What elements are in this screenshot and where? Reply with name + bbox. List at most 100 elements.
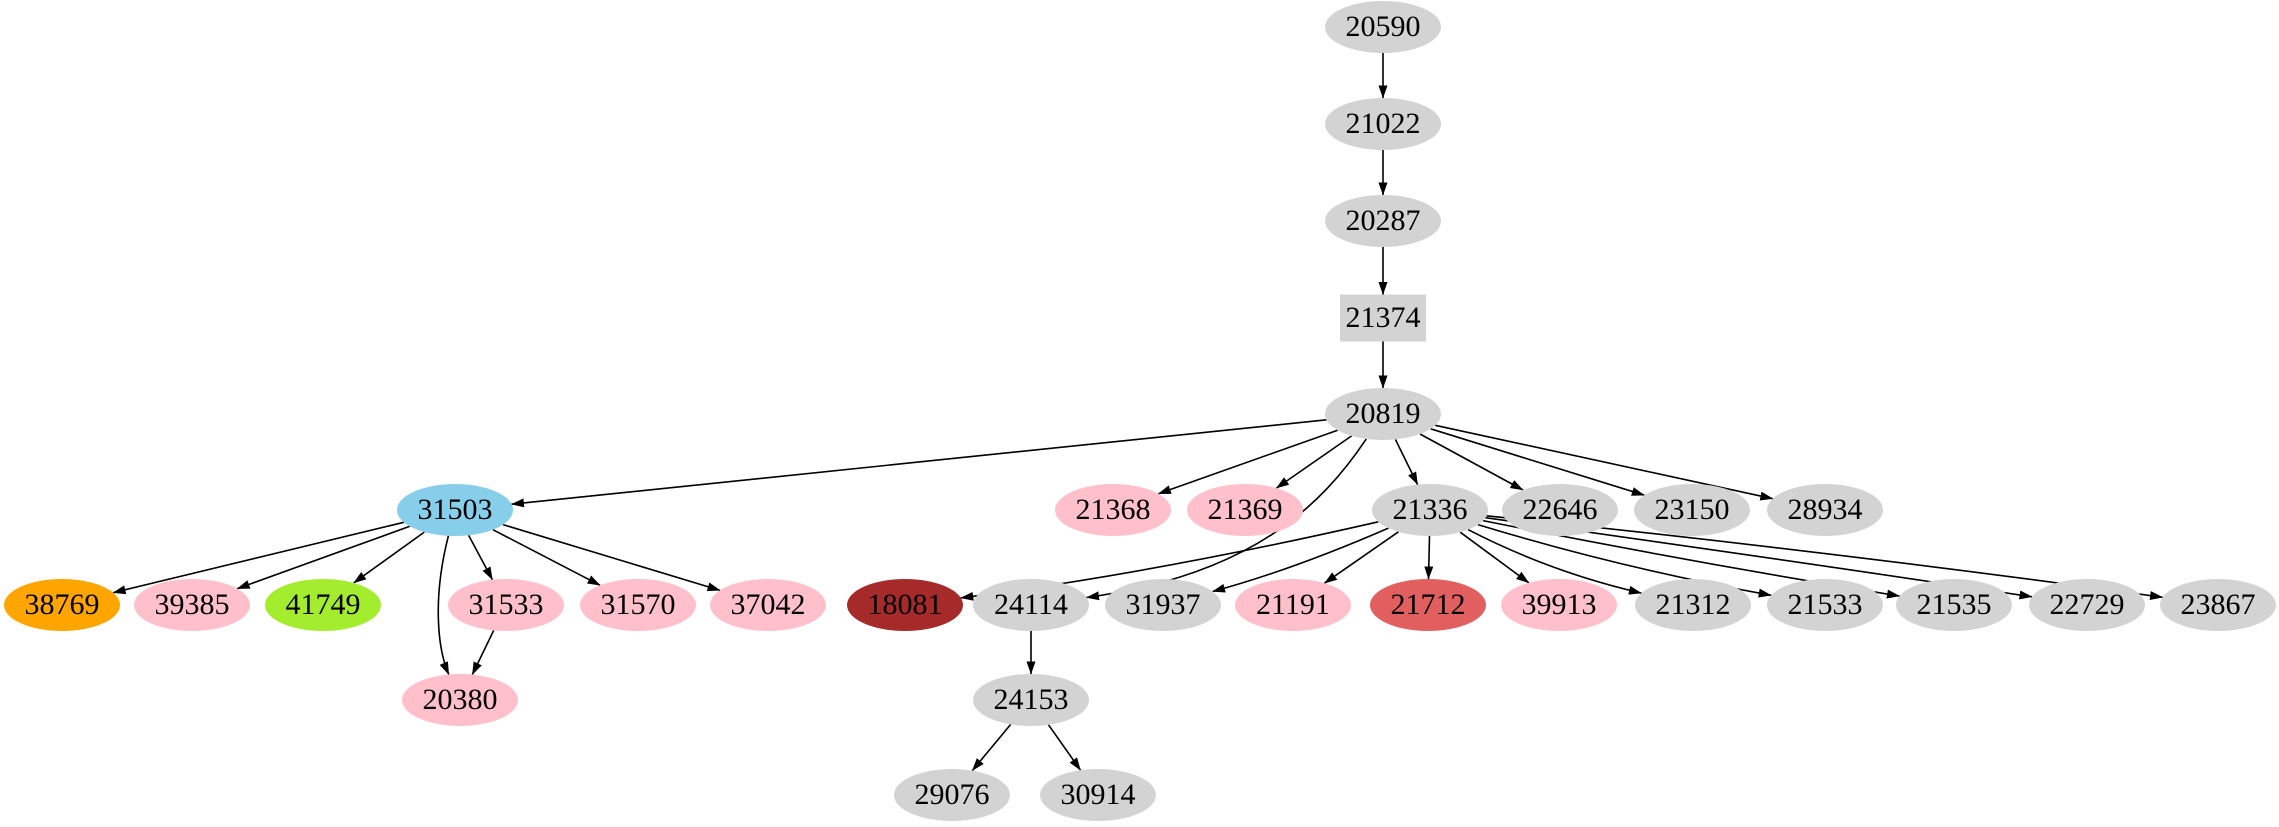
node-label: 39913: [1522, 588, 1597, 621]
node-label: 21312: [1656, 588, 1731, 621]
node-ellipse-shape: [1634, 484, 1750, 536]
node-ellipse-shape: [1105, 579, 1221, 631]
graph-edge-31503-31570: [492, 528, 601, 587]
graph-node-20590: 20590: [1325, 1, 1441, 53]
node-ellipse-shape: [1372, 484, 1488, 536]
node-label: 30914: [1061, 778, 1136, 811]
node-ellipse-shape: [973, 579, 1089, 631]
graph-node-21533: 21533: [1767, 579, 1883, 631]
graph-node-30914: 30914: [1040, 769, 1156, 821]
node-label: 31570: [601, 588, 676, 621]
graph-node-37042: 37042: [710, 579, 826, 631]
graph-node-31570: 31570: [580, 579, 696, 631]
graph-node-21369: 21369: [1187, 484, 1303, 536]
node-label: 23867: [2181, 588, 2256, 621]
graph-node-21368: 21368: [1055, 484, 1171, 536]
graph-edge-31503-20380: [437, 535, 450, 675]
node-label: 21191: [1256, 588, 1330, 621]
node-ellipse-shape: [973, 674, 1089, 726]
node-ellipse-shape: [1235, 579, 1351, 631]
node-label: 22646: [1523, 493, 1598, 526]
node-label: 20380: [423, 683, 498, 716]
node-label: 28934: [1788, 493, 1863, 526]
graph-edge-21336-21191: [1324, 531, 1399, 584]
node-label: 20590: [1346, 10, 1421, 43]
graph-edge-21336-31937: [1212, 527, 1389, 593]
graph-node-21191: 21191: [1235, 579, 1351, 631]
graph-node-39385: 39385: [134, 579, 250, 631]
graph-edge-20819-21368: [1157, 429, 1338, 495]
graph-node-39913: 39913: [1501, 579, 1617, 631]
graph-node-21712: 21712: [1370, 579, 1486, 631]
nodes-layer: 20590 21022 20287 21374 20819 31503 21368 21369…: [4, 1, 2276, 821]
graph-edge-24153-29076: [971, 723, 1012, 772]
graph-node-31533: 31533: [448, 579, 564, 631]
node-label: 24153: [994, 683, 1069, 716]
graph-node-23150: 23150: [1634, 484, 1750, 536]
node-label: 21368: [1076, 493, 1151, 526]
graph-edge-20819-28934: [1435, 424, 1774, 501]
node-ellipse-shape: [1767, 579, 1883, 631]
node-label: 31937: [1126, 588, 1201, 621]
node-ellipse-shape: [1635, 579, 1751, 631]
graph-node-24153: 24153: [973, 674, 1089, 726]
node-label: 29076: [915, 778, 990, 811]
graph-node-28934: 28934: [1767, 484, 1883, 536]
graph-edge-31533-20380: [471, 630, 495, 676]
graph-edge-20819-22646: [1419, 433, 1524, 491]
graph-node-20380: 20380: [402, 674, 518, 726]
edges-layer: [112, 53, 2164, 772]
node-label: 37042: [731, 588, 806, 621]
node-ellipse-shape: [1502, 484, 1618, 536]
node-ellipse-shape: [1325, 388, 1441, 440]
node-label: 21712: [1391, 588, 1466, 621]
graph-node-31937: 31937: [1105, 579, 1221, 631]
node-ellipse-shape: [402, 674, 518, 726]
graph-node-21535: 21535: [1896, 579, 2012, 631]
node-ellipse-shape: [4, 579, 120, 631]
node-ellipse-shape: [2029, 579, 2145, 631]
graph-edge-24153-30914: [1047, 724, 1082, 771]
node-ellipse-shape: [1187, 484, 1303, 536]
node-ellipse-shape: [1767, 484, 1883, 536]
node-ellipse-shape: [265, 579, 381, 631]
graph-node-24114: 24114: [973, 579, 1089, 631]
node-label: 22729: [2050, 588, 2125, 621]
graph-node-23867: 23867: [2160, 579, 2276, 631]
node-label: 39385: [155, 588, 230, 621]
node-label: 31533: [469, 588, 544, 621]
node-ellipse-shape: [2160, 579, 2276, 631]
graph-node-20287: 20287: [1325, 195, 1441, 247]
node-label: 21369: [1208, 493, 1283, 526]
graph-edge-21336-39913: [1459, 531, 1530, 584]
node-label: 21533: [1788, 588, 1863, 621]
node-ellipse-shape: [1896, 579, 2012, 631]
node-ellipse-shape: [894, 769, 1010, 821]
node-label: 21374: [1346, 301, 1421, 334]
graph-node-20819: 20819: [1325, 388, 1441, 440]
graph-node-41749: 41749: [265, 579, 381, 631]
node-label: 23150: [1655, 493, 1730, 526]
node-label: 24114: [994, 588, 1068, 621]
graph-edge-20819-31503: [511, 419, 1327, 508]
graph-node-31503: 31503: [397, 484, 513, 536]
node-label: 38769: [25, 588, 100, 621]
node-ellipse-shape: [448, 579, 564, 631]
node-ellipse-shape: [1055, 484, 1171, 536]
node-ellipse-shape: [847, 579, 963, 631]
node-ellipse-shape: [1370, 579, 1486, 631]
node-ellipse-shape: [1325, 195, 1441, 247]
node-ellipse-shape: [397, 484, 513, 536]
node-label: 21022: [1346, 107, 1421, 140]
graph-node-21336: 21336: [1372, 484, 1488, 536]
graph-node-22729: 22729: [2029, 579, 2145, 631]
graph-node-18081: 18081: [847, 579, 963, 631]
node-ellipse-shape: [710, 579, 826, 631]
graph-node-29076: 29076: [894, 769, 1010, 821]
node-label: 21535: [1917, 588, 1992, 621]
graph-edge-20819-21369: [1275, 435, 1353, 489]
node-label: 20287: [1346, 204, 1421, 237]
node-ellipse-shape: [580, 579, 696, 631]
